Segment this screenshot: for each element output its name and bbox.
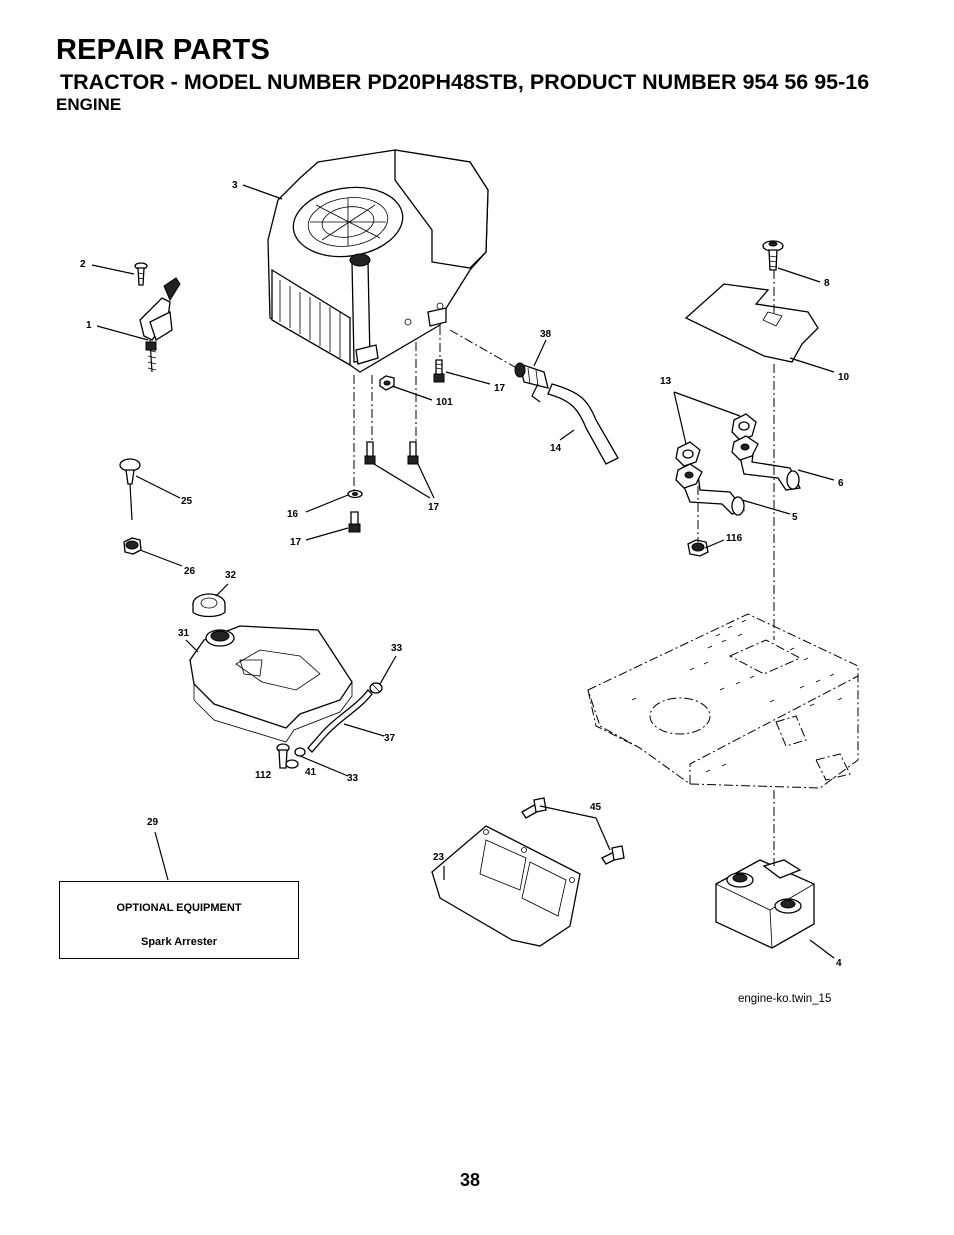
bolt-17-upper <box>433 359 445 383</box>
callout-41: 41 <box>305 767 317 778</box>
screw-45-lower <box>601 845 625 865</box>
clamp-33-upper <box>369 682 383 694</box>
fitting-112 <box>276 743 290 769</box>
washer-16 <box>347 489 363 499</box>
callout-10: 10 <box>838 372 850 383</box>
callout-8: 8 <box>824 278 830 289</box>
screw-45-upper <box>521 797 547 819</box>
callout-17-upper: 17 <box>494 383 506 394</box>
model-subtitle: TRACTOR - MODEL NUMBER PD20PH48STB, PROD… <box>60 70 870 94</box>
callout-26: 26 <box>184 566 196 577</box>
callout-112: 112 <box>255 770 272 781</box>
optional-equipment-item: Spark Arrester <box>140 936 218 948</box>
optional-equipment-box: OPTIONAL EQUIPMENT Spark Arrester <box>59 881 299 959</box>
callout-5: 5 <box>792 512 798 523</box>
engine-assembly <box>267 149 489 373</box>
nut-26 <box>123 537 142 555</box>
fuel-line-37 <box>307 689 373 753</box>
callout-13: 13 <box>660 376 672 387</box>
fuel-line-14 <box>547 383 619 465</box>
clamp-33-lower <box>294 747 306 757</box>
callout-23: 23 <box>433 852 445 863</box>
page-number: 38 <box>460 1170 481 1190</box>
dipstick-25 <box>119 458 141 521</box>
callout-33-upper: 33 <box>391 643 403 654</box>
bolts-17-mid <box>364 441 419 465</box>
fuel-tank-31 <box>189 625 353 743</box>
grommet-41 <box>285 759 299 769</box>
callout-37: 37 <box>384 733 396 744</box>
figure-id: engine-ko.twin_15 <box>738 993 832 1005</box>
washer-101 <box>379 375 395 391</box>
callout-labels: 3 2 1 8 10 13 6 5 116 38 14 17 101 17 16… <box>80 180 850 969</box>
heat-shield-10 <box>684 283 819 363</box>
callout-14: 14 <box>550 443 562 454</box>
callout-38: 38 <box>540 329 552 340</box>
tractor-frame <box>587 613 859 789</box>
callout-17-mid: 17 <box>428 502 440 513</box>
callout-32: 32 <box>225 570 237 581</box>
section-title: ENGINE <box>56 95 122 114</box>
callout-31: 31 <box>178 628 190 639</box>
screw-8 <box>762 240 784 271</box>
callout-6: 6 <box>838 478 844 489</box>
callout-3: 3 <box>232 180 238 191</box>
callout-2: 2 <box>80 259 86 270</box>
callout-45: 45 <box>590 802 602 813</box>
fuel-filter-38 <box>514 362 549 403</box>
nut-116 <box>687 539 709 557</box>
callout-17-lower: 17 <box>290 537 302 548</box>
assembly-lines <box>353 270 775 866</box>
callout-25: 25 <box>181 496 193 507</box>
screw-2 <box>134 262 148 286</box>
callout-1: 1 <box>86 320 92 331</box>
optional-equipment-title: OPTIONAL EQUIPMENT <box>116 902 242 914</box>
callout-29: 29 <box>147 817 159 828</box>
page-title: REPAIR PARTS <box>56 34 271 66</box>
callout-101: 101 <box>436 397 453 408</box>
muffler-4 <box>715 859 815 949</box>
callout-33-lower: 33 <box>347 773 359 784</box>
exhaust-pipes <box>675 413 801 516</box>
leader-lines <box>91 184 835 959</box>
throttle-bracket <box>139 277 181 373</box>
fuel-cap-32 <box>192 593 226 618</box>
heat-shield-23 <box>431 825 581 947</box>
callout-4: 4 <box>836 958 842 969</box>
callout-116: 116 <box>726 533 743 544</box>
bolt-17-lower <box>348 511 361 533</box>
callout-16: 16 <box>287 509 299 520</box>
